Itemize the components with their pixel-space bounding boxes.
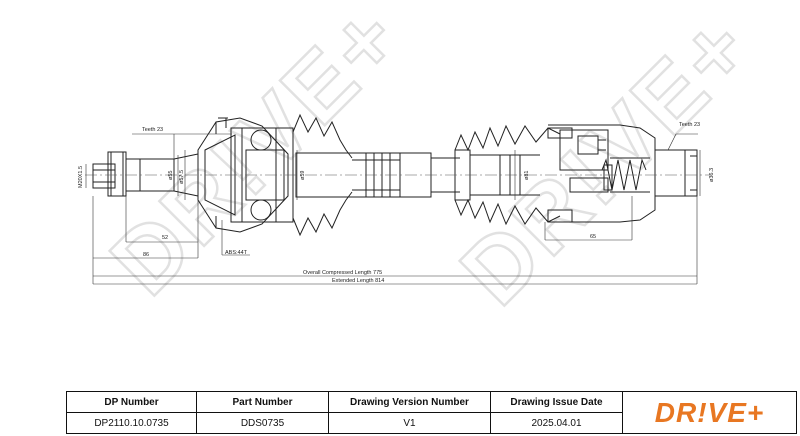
title-block-value-row: DP2110.10.0735 DDS0735 V1 2025.04.01 [66,412,797,434]
dim-52-label: 52 [162,235,168,241]
teeth-right-label: Teeth 23 [679,122,700,128]
dia-55-label: ø55 [168,171,174,180]
value-dp-number: DP2110.10.0735 [66,412,197,434]
thread-label: M20X1.5 [78,166,84,188]
dim-86-label: 86 [143,252,149,258]
watermark-left: DR!VE+ [92,0,421,314]
logo-cell: DR!VE+ [622,391,797,434]
header-drawing-version: Drawing Version Number [328,391,491,413]
technical-drawing: DR!VE+ DR!VE+ [78,0,773,325]
header-issue-date: Drawing Issue Date [490,391,623,413]
overall-length-label: Overall Compressed Length 775 [303,270,382,276]
header-part-number: Part Number [196,391,329,413]
value-drawing-version: V1 [328,412,491,434]
brand-logo: DR!VE+ [654,396,765,428]
dia-57-5-label: ø57.5 [179,170,185,184]
value-part-number: DDS0735 [196,412,329,434]
dim-65-label: 65 [590,234,596,240]
inner-boot [454,124,561,226]
dia-36-3-label: ø36.3 [709,168,715,182]
title-block: DP Number Part Number Drawing Version Nu… [66,391,797,434]
teeth-left-label: Teeth 23 [142,127,163,133]
value-issue-date: 2025.04.01 [490,412,623,434]
threaded-stub [92,151,127,197]
dia-59-label: ø59 [300,171,306,180]
title-block-header-row: DP Number Part Number Drawing Version Nu… [66,391,797,434]
inner-cv-joint [547,124,656,223]
extended-length-label: Extended Length 814 [332,278,384,284]
dia-81-label: ø81 [524,171,530,180]
abs-label: ABS:44T [225,250,248,256]
header-dp-number: DP Number [66,391,197,413]
right-spline-stub [655,149,698,197]
